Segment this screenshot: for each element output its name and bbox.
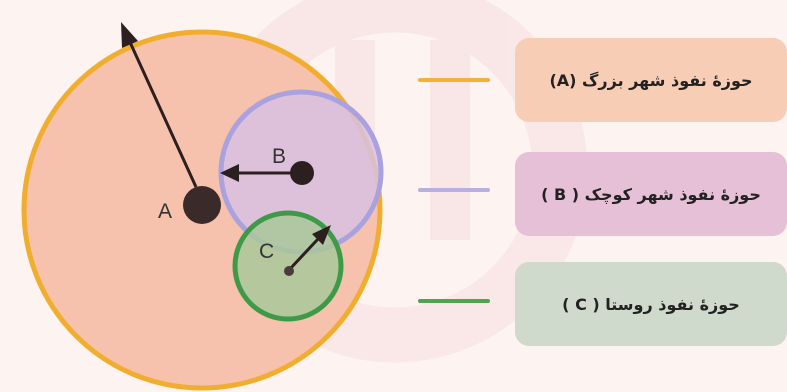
legend-label-a: حوزهٔ نفوذ شهر بزرگ (A) <box>549 70 753 90</box>
point-a-label: A <box>158 200 173 223</box>
legend-label-c: حوزهٔ نفوذ روستا ( C ) <box>562 294 740 314</box>
point-a-marker <box>183 186 221 224</box>
circle-c <box>232 210 344 322</box>
legend-line-c <box>418 299 490 303</box>
point-b-marker <box>290 161 314 185</box>
point-c-label: C <box>259 240 275 263</box>
legend-label-b: حوزهٔ نفوذ شهر کوچک ( B ) <box>541 184 761 204</box>
point-b-label: B <box>272 145 287 168</box>
radius-arrow-a <box>121 22 198 188</box>
legend-line-b <box>418 188 490 192</box>
legend-item-b: حوزهٔ نفوذ شهر کوچک ( B ) <box>515 152 787 236</box>
radius-arrow-b <box>220 164 300 182</box>
legend-item-a: حوزهٔ نفوذ شهر بزرگ (A) <box>515 38 787 122</box>
legend-line-a <box>418 78 490 82</box>
radius-arrow-c <box>287 225 331 272</box>
legend-item-c: حوزهٔ نفوذ روستا ( C ) <box>515 262 787 346</box>
point-c-marker <box>284 266 294 276</box>
